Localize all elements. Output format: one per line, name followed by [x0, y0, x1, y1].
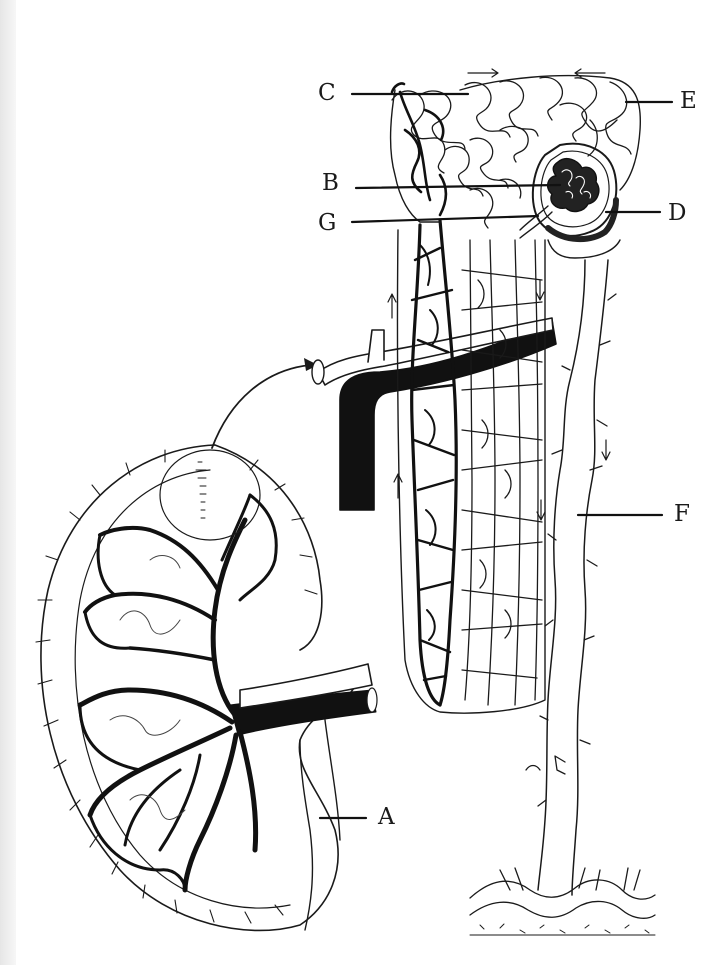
magnification-arrow [212, 365, 310, 448]
cortical-capillary-mass [390, 69, 640, 228]
collecting-duct [526, 260, 616, 895]
peritubular-capillary-network [388, 220, 545, 713]
label-e: E [680, 90, 697, 113]
enlarged-vein-cut-end [312, 360, 324, 384]
venous-capillaries [462, 240, 542, 705]
leader-line-g [352, 216, 538, 222]
collecting-duct-side-branches [526, 294, 616, 806]
leader-line-b [356, 185, 560, 188]
arterial-capillaries [412, 220, 457, 705]
collecting-duct-right-wall [572, 260, 608, 895]
flow-arrow-down-3 [602, 440, 610, 460]
enlarged-vein-stub [368, 330, 384, 362]
label-d: D [668, 202, 686, 225]
renal-artery-cut-end [367, 688, 377, 712]
efferent-arteriole [548, 240, 620, 258]
cortical-mass-outline [390, 76, 640, 222]
renal-papilla-tissue [470, 868, 655, 935]
flow-arrow-up-2 [394, 474, 402, 498]
arcuate-arteries [80, 495, 256, 890]
magnified-region-circle [160, 450, 260, 540]
label-g: G [318, 212, 336, 235]
label-a: A [378, 806, 395, 829]
proximal-convoluted-tubule-loops [392, 77, 631, 228]
flow-arrow-up-1 [388, 294, 396, 318]
label-b: B [322, 172, 339, 195]
renal-pelvis [300, 740, 312, 930]
magnified-region-detail [196, 462, 206, 518]
label-c: C [318, 82, 336, 105]
flow-arrow-down-1 [536, 280, 544, 300]
label-f: F [674, 503, 690, 526]
top-flow-arrow-1 [468, 69, 498, 77]
kidney-section [36, 445, 377, 930]
